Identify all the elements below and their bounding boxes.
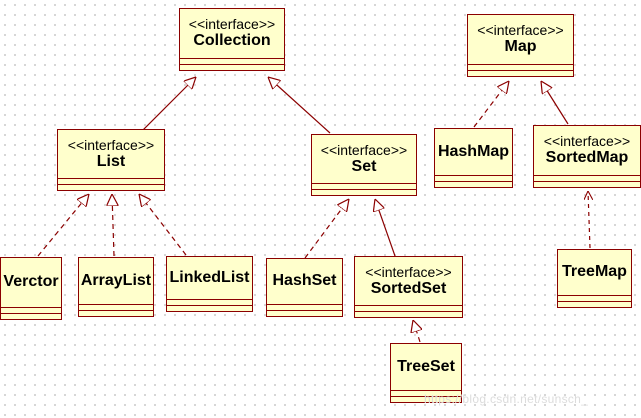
edge-sortedmap-map: [541, 81, 569, 125]
hashmap-class[interactable]: HashMap: [434, 128, 513, 188]
sortedmap-interface[interactable]: <<interface>>SortedMap: [533, 125, 641, 188]
stereotype-label: <<interface>>: [320, 141, 408, 158]
class-name: SortedSet: [370, 279, 447, 297]
edge-list-collection: [139, 77, 196, 134]
class-name: Collection: [193, 32, 271, 50]
class-name: Set: [351, 157, 377, 175]
edge-arraylist-list: [112, 194, 114, 257]
stereotype-label: <<interface>>: [365, 263, 452, 280]
class-name: HashMap: [437, 142, 510, 160]
map-interface[interactable]: <<interface>>Map: [467, 14, 574, 77]
edge-treeset-sortedset: [413, 320, 420, 343]
edge-sortedset-set: [375, 199, 396, 257]
set-interface[interactable]: <<interface>>Set: [311, 134, 417, 196]
edge-linkedlist-list: [139, 194, 187, 256]
class-name: TreeSet: [397, 357, 455, 375]
edge-treemap-sortedmap: [588, 191, 590, 249]
edge-vector-list: [37, 194, 89, 257]
class-name: List: [96, 152, 126, 170]
edge-hashmap-map: [473, 81, 509, 128]
class-name: ArrayList: [80, 271, 152, 289]
edge-hashset-set: [304, 199, 349, 259]
class-name: Verctor: [3, 273, 59, 291]
arraylist-class[interactable]: ArrayList: [78, 257, 154, 317]
class-name: Map: [504, 38, 537, 56]
treeset-class[interactable]: TreeSet: [390, 343, 462, 403]
edge-set-collection: [268, 77, 331, 134]
stereotype-label: <<interface>>: [67, 136, 155, 153]
treemap-class[interactable]: TreeMap: [557, 249, 632, 308]
class-name: HashSet: [272, 272, 337, 290]
watermark-text: https://blog.csdn.net/sunsch_: [424, 392, 589, 406]
class-name: SortedMap: [545, 149, 629, 167]
linkedlist-class[interactable]: LinkedList: [166, 256, 253, 312]
vector-class[interactable]: Verctor: [0, 257, 62, 320]
list-interface[interactable]: <<interface>>List: [57, 129, 165, 191]
sortedset-interface[interactable]: <<interface>>SortedSet: [354, 256, 463, 318]
hashset-class[interactable]: HashSet: [266, 258, 343, 317]
collection-interface[interactable]: <<interface>>Collection: [179, 8, 285, 71]
stereotype-label: <<interface>>: [477, 22, 564, 39]
class-name: LinkedList: [169, 268, 250, 286]
class-name: TreeMap: [562, 263, 627, 281]
stereotype-label: <<interface>>: [188, 16, 276, 33]
stereotype-label: <<interface>>: [543, 133, 631, 150]
